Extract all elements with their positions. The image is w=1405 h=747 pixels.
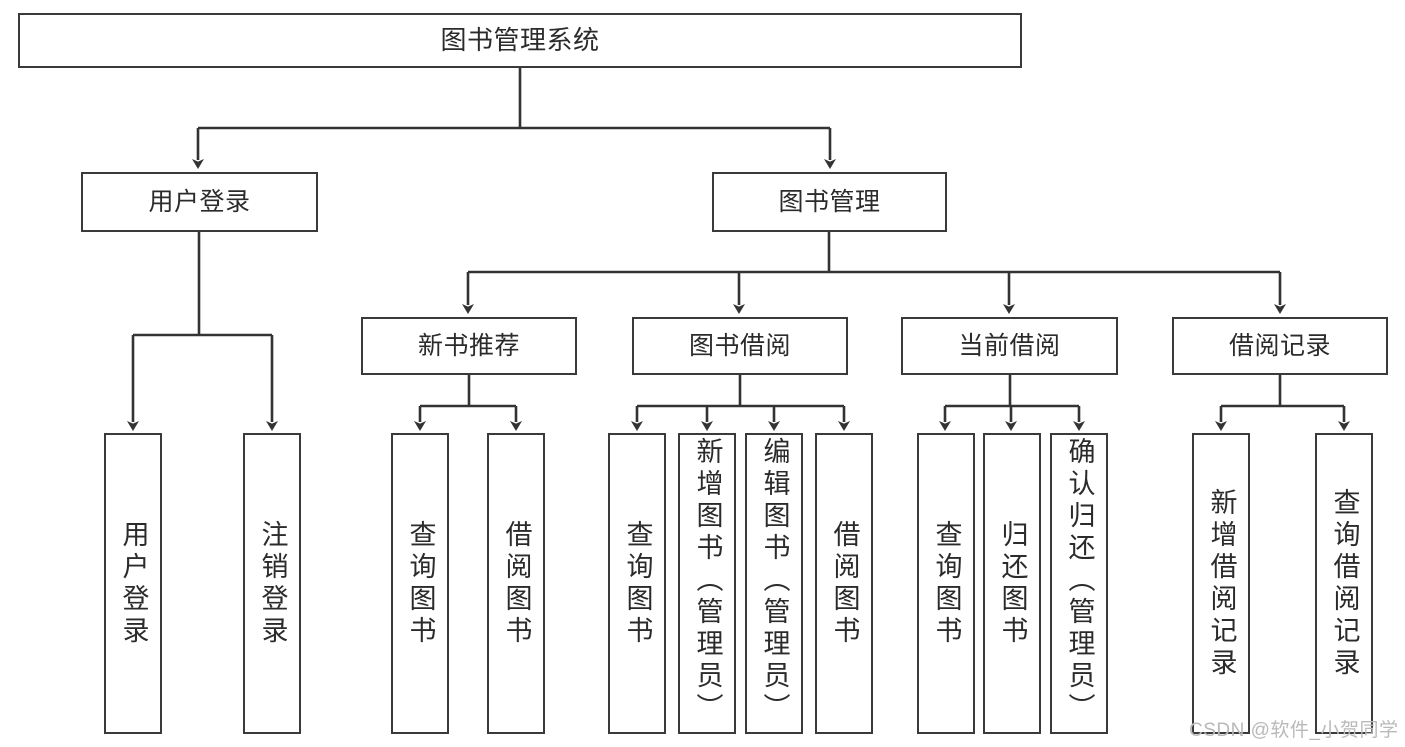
node-label: 查询图书 <box>405 519 436 648</box>
node-label: 查询图书 <box>622 519 653 648</box>
leaf-confirm-return-admin[interactable]: 确认归还（管理员） <box>1050 433 1108 734</box>
node-new-book-recommend[interactable]: 新书推荐 <box>361 317 577 375</box>
node-label: 当前借阅 <box>958 332 1061 360</box>
leaf-query-book-recommend[interactable]: 查询图书 <box>391 433 449 734</box>
node-book-borrow[interactable]: 图书借阅 <box>632 317 848 375</box>
leaf-query-book-borrow[interactable]: 查询图书 <box>608 433 666 734</box>
node-book-management[interactable]: 图书管理 <box>712 172 947 232</box>
node-label: 查询借阅记录 <box>1329 487 1360 680</box>
node-label: 新书推荐 <box>417 332 520 360</box>
leaf-query-borrow-record[interactable]: 查询借阅记录 <box>1315 433 1373 734</box>
node-label: 图书管理 <box>778 188 881 216</box>
node-root-book-management-system[interactable]: 图书管理系统 <box>18 13 1022 68</box>
node-label: 借阅图书 <box>829 519 860 648</box>
leaf-query-book-current[interactable]: 查询图书 <box>917 433 975 734</box>
leaf-add-borrow-record[interactable]: 新增借阅记录 <box>1192 433 1250 734</box>
node-label: 图书借阅 <box>688 332 791 360</box>
node-label: 图书管理系统 <box>440 24 600 55</box>
leaf-borrow-book-recommend[interactable]: 借阅图书 <box>487 433 545 734</box>
node-label: 借阅图书 <box>501 519 532 648</box>
node-user-login[interactable]: 用户登录 <box>81 172 318 232</box>
node-label: 编辑图书（管理员） <box>759 437 790 725</box>
node-label: 确认归还（管理员） <box>1064 437 1095 725</box>
node-label: 用户登录 <box>148 188 251 216</box>
node-label: 新增借阅记录 <box>1206 487 1237 680</box>
leaf-add-book-admin[interactable]: 新增图书（管理员） <box>678 433 736 734</box>
node-label: 归还图书 <box>997 519 1028 648</box>
leaf-user-login[interactable]: 用户登录 <box>104 433 162 734</box>
csdn-watermark: CSDN @软件_小贺同学 <box>1189 720 1399 741</box>
node-label: 注销登录 <box>257 519 288 648</box>
node-label: 查询图书 <box>931 519 962 648</box>
node-current-borrow[interactable]: 当前借阅 <box>901 317 1118 375</box>
leaf-return-book[interactable]: 归还图书 <box>983 433 1041 734</box>
leaf-borrow-book[interactable]: 借阅图书 <box>815 433 873 734</box>
node-label: 新增图书（管理员） <box>692 437 723 725</box>
leaf-logout-login[interactable]: 注销登录 <box>243 433 301 734</box>
node-label: 用户登录 <box>118 519 149 648</box>
node-borrow-record[interactable]: 借阅记录 <box>1172 317 1388 375</box>
node-label: 借阅记录 <box>1228 332 1331 360</box>
leaf-edit-book-admin[interactable]: 编辑图书（管理员） <box>745 433 803 734</box>
